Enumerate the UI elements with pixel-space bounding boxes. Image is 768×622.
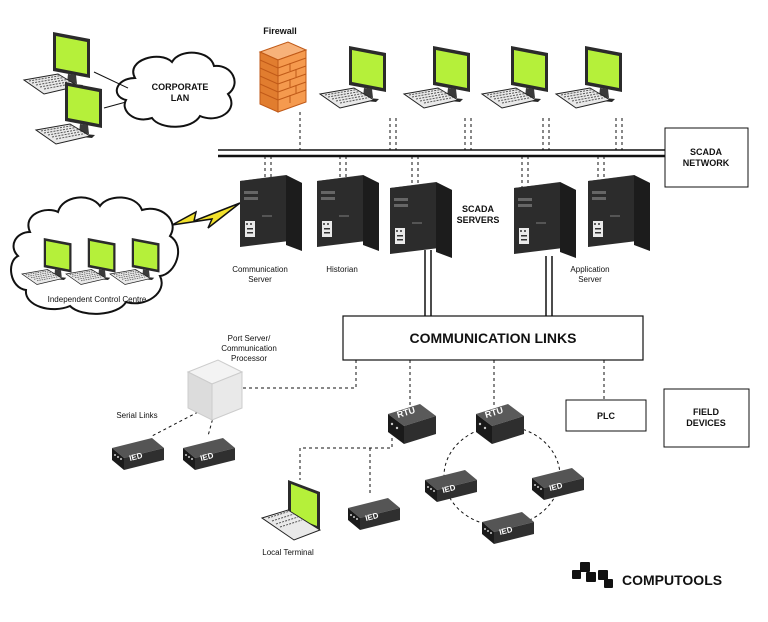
brand-name: COMPUTOOLS (622, 572, 722, 588)
scada-workstation-2 (403, 45, 471, 109)
ied-serial-1-label: IED (128, 451, 143, 463)
ied-ring-bottom-label: IED (498, 525, 513, 537)
independent-control-centre-label: Independent Control Centre (48, 295, 147, 304)
field-devices-label-line2: DEVICES (686, 418, 726, 428)
plc-box (565, 399, 647, 432)
scada-workstation-3 (481, 45, 549, 109)
field-devices-box (663, 388, 750, 448)
historian-server-tower (317, 175, 379, 251)
scada-servers-label-line1: SCADA (462, 204, 495, 214)
communication-links-box (342, 315, 644, 361)
historian-label: Historian (326, 265, 358, 274)
scada-network-label-line1: SCADA (690, 147, 723, 157)
application-server-label-line1: Application (570, 265, 609, 274)
computools-logo-icon (572, 562, 613, 588)
ied-ring-left-label: IED (441, 483, 456, 495)
scada-network-box (664, 127, 749, 188)
port-server-label-line2: Communication (221, 344, 277, 353)
scada-servers-label-line2: SERVERS (457, 215, 500, 225)
ied-ring-right-label: IED (548, 481, 563, 493)
scada-network-bus (218, 149, 665, 158)
corporate-lan-label-line1: CORPORATE (152, 82, 209, 92)
port-server-cube (186, 359, 244, 421)
port-server-label-line1: Port Server/ (228, 334, 271, 343)
scada-workstation-1 (319, 45, 387, 109)
serial-links-label: Serial Links (116, 411, 157, 420)
field-devices-label-line1: FIELD (693, 407, 719, 417)
ied-serial-2-label: IED (199, 451, 214, 463)
communication-server-label-line2: Server (248, 275, 272, 284)
communication-server-label-line1: Communication (232, 265, 288, 274)
scada-server-tower-1 (390, 182, 452, 258)
application-server-tower (588, 175, 650, 251)
firewall-label: Firewall (263, 26, 297, 36)
scada-network-label-line2: NETWORK (683, 158, 730, 168)
corporate-lan-cloud (115, 51, 236, 128)
corporate-pc-1 (23, 31, 91, 95)
scada-workstation-4 (555, 45, 623, 109)
port-server-label-line3: Processor (231, 354, 267, 363)
local-terminal-label: Local Terminal (262, 548, 314, 557)
scada-server-tower-2 (514, 182, 576, 258)
laptop-icon (260, 480, 322, 541)
firewall-icon (258, 41, 308, 113)
ied-terminal-label: IED (364, 511, 379, 523)
wireless-link-bolt-icon (171, 202, 241, 229)
application-server-label-line2: Server (578, 275, 602, 284)
communication-links-label: COMMUNICATION LINKS (410, 330, 577, 346)
plc-label: PLC (597, 411, 616, 421)
communication-server-tower (240, 175, 302, 251)
corporate-lan-label-line2: LAN (171, 93, 190, 103)
